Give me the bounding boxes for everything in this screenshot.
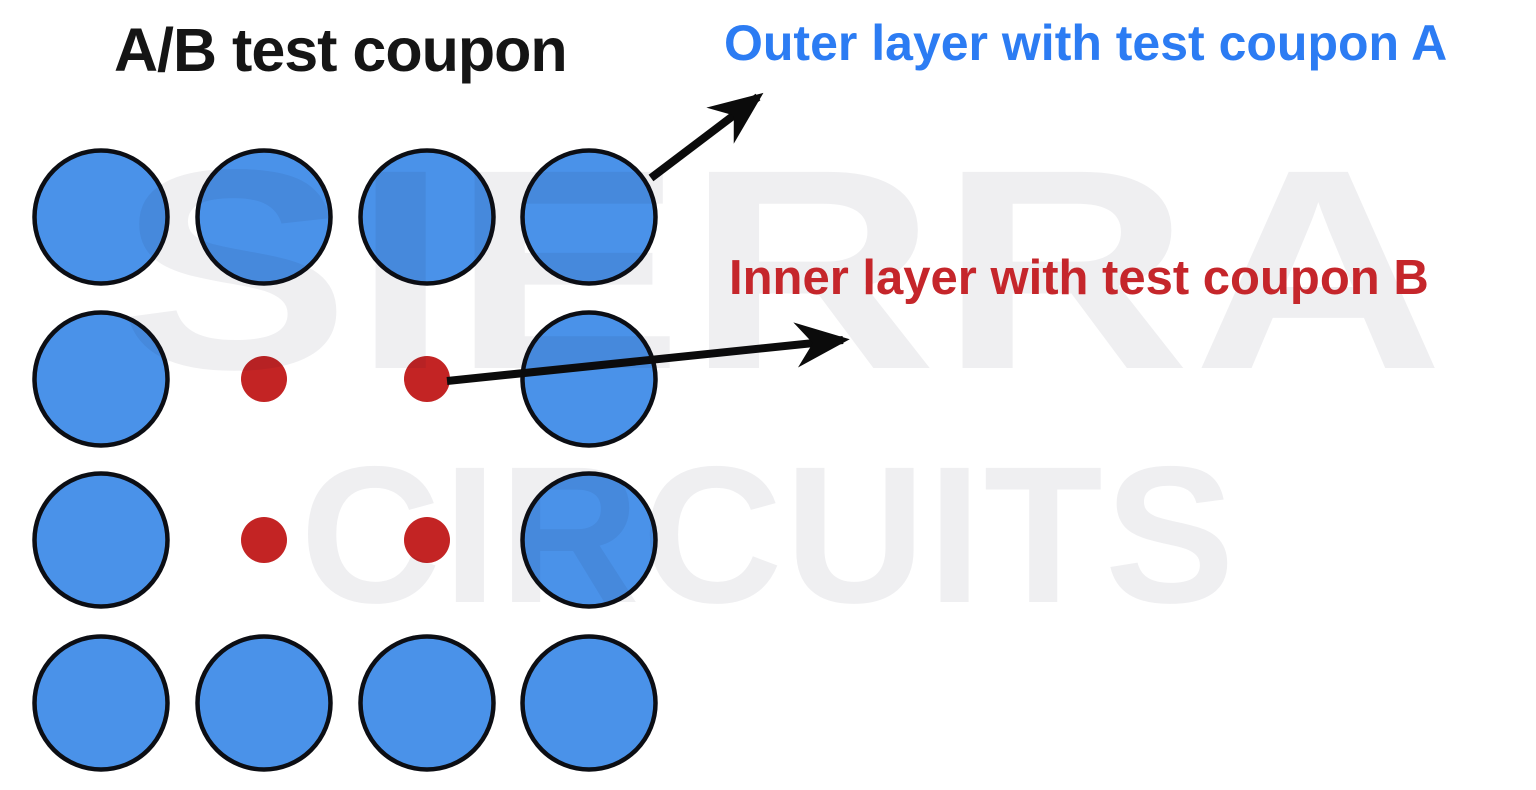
outer-layer-pad xyxy=(520,148,658,286)
inner-layer-pad xyxy=(241,356,287,402)
arrow-to-outer-label xyxy=(648,92,764,182)
inner-layer-pad xyxy=(404,356,450,402)
outer-layer-pad xyxy=(195,148,333,286)
diagram-title: A/B test coupon xyxy=(114,16,568,84)
outer-layer-pad xyxy=(520,634,658,772)
outer-layer-pad xyxy=(32,471,170,609)
arrow-to-inner-label xyxy=(446,322,850,385)
pads-layer xyxy=(32,148,658,772)
inner-layer-pad xyxy=(241,517,287,563)
outer-layer-pad xyxy=(358,148,496,286)
outer-layer-pad xyxy=(520,471,658,609)
outer-layer-pad xyxy=(32,148,170,286)
outer-layer-pad xyxy=(195,634,333,772)
outer-layer-pad xyxy=(520,310,658,448)
outer-layer-label: Outer layer with test coupon A xyxy=(724,15,1448,71)
inner-layer-pad xyxy=(404,517,450,563)
outer-layer-pad xyxy=(32,310,170,448)
outer-layer-pad xyxy=(358,634,496,772)
arrows-layer xyxy=(446,92,850,385)
inner-layer-label: Inner layer with test coupon B xyxy=(729,251,1429,305)
outer-layer-pad xyxy=(32,634,170,772)
